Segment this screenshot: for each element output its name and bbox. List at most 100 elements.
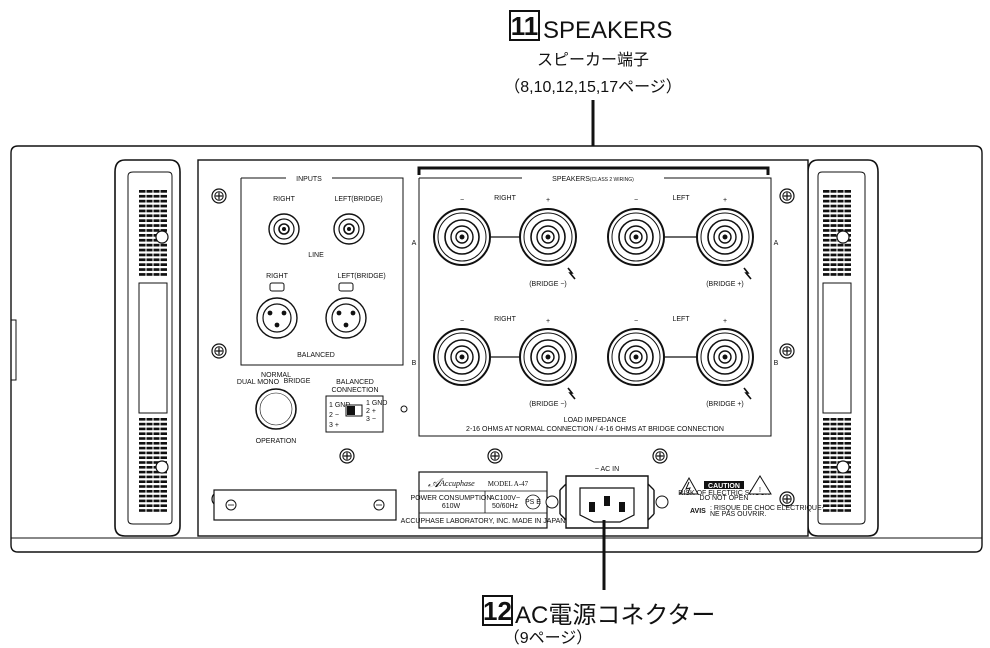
brand-logo: 𝒜 <box>428 475 444 490</box>
speakers-callout: 11 SPEAKERS スピーカー端子 （8,10,12,15,17ページ） <box>504 10 682 168</box>
brand-name: Accuphase <box>439 479 475 488</box>
balanced-connection-title2: CONNECTION <box>331 387 378 394</box>
screw-icon <box>211 188 227 204</box>
panel-screws <box>211 188 795 507</box>
operation-section: DUAL MONO NORMAL BRIDGE OPERATION <box>237 372 311 445</box>
exclamation-warning-icon <box>748 475 772 495</box>
xlr-right-jack[interactable] <box>256 282 298 339</box>
ac-callout-box <box>482 595 513 626</box>
model-name: MODEL A-47 <box>488 480 529 488</box>
balanced-connection-section: BALANCED CONNECTION 1 GND 2 − 3 + 1 GND … <box>325 379 408 433</box>
left-handle <box>114 159 181 537</box>
ac-inlet-connector[interactable] <box>559 475 655 529</box>
blank-plate <box>213 489 397 521</box>
operation-label: OPERATION <box>256 438 297 445</box>
speakers-section: SPEAKERS(CLASS 2 WIRING) A A B B − RIGHT… <box>412 166 779 437</box>
vent-grille <box>139 190 167 278</box>
shock-hazard-icon <box>743 267 752 280</box>
row-a-right-minus: − <box>460 197 464 204</box>
avis-label: AVIS <box>690 508 706 515</box>
xlr-left-jack[interactable] <box>325 282 367 339</box>
ac-callout-pages: （9ページ） <box>504 629 593 647</box>
inlet-screw-icon <box>545 495 559 509</box>
row-b-right-plus-binding-post[interactable] <box>519 328 577 386</box>
rca-right-jack[interactable] <box>268 213 300 245</box>
handle-screw-icon <box>155 230 169 244</box>
ac-inlet-section: ~ AC IN <box>545 466 669 529</box>
load-impedance-text: 2-16 OHMS AT NORMAL CONNECTION / 4-16 OH… <box>466 426 724 433</box>
rca-left-jack[interactable] <box>333 213 365 245</box>
row-a-left-label-text: LEFT <box>672 195 690 202</box>
ac-in-label: ~ AC IN <box>595 466 619 473</box>
speakers-callout-pages: （8,10,12,15,17ページ） <box>504 78 682 96</box>
row-a-right-plus: + <box>546 197 550 204</box>
operation-dual-mono: DUAL MONO <box>237 379 280 386</box>
screw-icon <box>779 188 795 204</box>
vent-grille <box>139 418 167 514</box>
balanced-right-2: 2 + <box>366 408 376 415</box>
speakers-header: SPEAKERS(CLASS 2 WIRING) <box>552 176 634 183</box>
screw-icon <box>779 343 795 359</box>
balanced-left-3: 3 + <box>329 422 339 429</box>
row-b-left-minus-binding-post[interactable] <box>607 328 665 386</box>
power-consumption-value: 610W <box>442 503 461 510</box>
pse-mark-text: PS E <box>525 499 541 506</box>
caution-section: CAUTION RISK OF ELECTRIC SHOCK DO NOT OP… <box>678 475 825 518</box>
xlr-right-label: RIGHT <box>266 273 289 280</box>
speakers-callout-subtitle: スピーカー端子 <box>537 51 649 69</box>
handle-screw-icon <box>155 460 169 474</box>
row-a-left-minus: − <box>634 197 638 204</box>
xlr-left-label: LEFT <box>337 273 355 280</box>
exclamation-mark-icon: ! <box>759 487 761 494</box>
nameplate-footer: ACCUPHASE LABORATORY, INC. MADE IN JAPAN <box>401 518 566 525</box>
row-b-bridge-minus: (BRIDGE −) <box>529 401 567 408</box>
screw-icon <box>779 491 795 507</box>
nameplate: 𝒜 Accuphase MODEL A-47 POWER CONSUMPTION… <box>401 471 566 529</box>
inputs-title: INPUTS <box>296 176 322 183</box>
indicator-dot-icon <box>400 405 408 413</box>
row-a-left-minus-binding-post[interactable] <box>607 208 665 266</box>
power-consumption-label: POWER CONSUMPTION <box>411 495 492 502</box>
row-a-left-label: A <box>412 240 417 247</box>
right-handle <box>807 159 879 537</box>
row-b-left-minus: − <box>634 318 638 325</box>
row-b-bridge-plus: (BRIDGE +) <box>706 401 744 408</box>
xlr-left-sub-label: (BRIDGE) <box>354 273 386 280</box>
row-b-right-label-text: RIGHT <box>494 316 517 323</box>
speakers-callout-number: 11 <box>511 11 539 41</box>
balanced-label: BALANCED <box>297 352 335 359</box>
row-a-left-plus-binding-post[interactable] <box>696 208 754 266</box>
shock-hazard-icon <box>567 267 576 280</box>
rca-left-label: LEFT <box>334 196 352 203</box>
row-a-right-plus-binding-post[interactable] <box>519 208 577 266</box>
vent-grille <box>823 418 851 514</box>
speakers-callout-title: SPEAKERS <box>543 17 672 44</box>
row-b-left-label-text: LEFT <box>672 316 690 323</box>
row-b-left-plus: + <box>723 318 727 325</box>
speakers-callout-box <box>509 10 540 41</box>
row-b-right-plus: + <box>546 318 550 325</box>
row-b-left-plus-binding-post[interactable] <box>696 328 754 386</box>
screw-icon <box>487 448 503 464</box>
rca-right-label: RIGHT <box>273 196 296 203</box>
row-b-left-label: B <box>412 360 417 367</box>
inlet-screw-icon <box>655 495 669 509</box>
ac-callout-number: 12 <box>483 596 512 626</box>
ac-spec-1: AC100V~ <box>490 495 520 502</box>
screw-icon <box>211 343 227 359</box>
caution-title: CAUTION <box>708 483 740 490</box>
line-label: LINE <box>308 252 324 259</box>
balanced-right-1: 1 GND <box>366 400 387 407</box>
operation-selector-knob[interactable] <box>255 388 297 430</box>
row-b-right-minus-binding-post[interactable] <box>433 328 491 386</box>
shock-warning-icon <box>679 476 699 495</box>
balanced-connection-switch[interactable] <box>345 404 363 417</box>
load-impedance-title: LOAD IMPEDANCE <box>564 417 627 424</box>
shock-hazard-icon <box>567 387 576 400</box>
rca-left-sub-label: (BRIDGE) <box>351 196 383 203</box>
row-a-bridge-plus: (BRIDGE +) <box>706 281 744 288</box>
pse-mark-icon <box>525 494 541 510</box>
ac-spec-2: 50/60Hz <box>492 503 519 510</box>
row-a-right-minus-binding-post[interactable] <box>433 208 491 266</box>
